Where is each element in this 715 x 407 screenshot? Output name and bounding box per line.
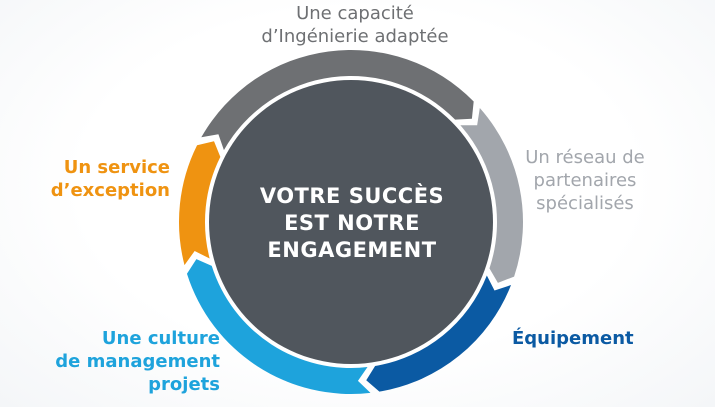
label-service-line-2: d’exception [50,180,170,201]
label-ingenierie-line-2: d’Ingénierie adaptée [261,26,449,47]
ring-segments [178,49,523,394]
label-reseau-line-2: partenaires [533,170,637,191]
center-line-3: ENGAGEMENT [267,238,437,262]
center-line-1: VOTRE SUCCÈS [259,184,445,208]
ring-segment-left [178,141,221,266]
center-message: VOTRE SUCCÈS EST NOTRE ENGAGEMENT [227,183,477,264]
center-disc [209,80,493,364]
label-reseau-line-3: spécialisés [536,193,634,214]
label-ingenierie: Une capacité d’Ingénierie adaptée [190,2,520,48]
label-equipement-line-1: Équipement [512,328,634,349]
label-culture-line-3: projets [148,374,220,395]
label-ingenierie-line-1: Une capacité [296,3,414,24]
label-culture-management: Une culture de management projets [20,327,220,396]
label-culture-line-1: Une culture [101,328,220,349]
label-culture-line-2: de management [55,351,220,372]
label-service-exception: Un service d’exception [30,156,170,202]
ring-segment-bottom-right [366,275,512,392]
label-equipement: Équipement [512,327,634,350]
ring-segment-bottom-left [186,259,371,394]
label-reseau-line-1: Un réseau de [525,147,645,168]
label-reseau-partenaires: Un réseau de partenaires spécialisés [500,146,670,215]
ring-segment-top [201,49,474,151]
center-line-2: EST NOTRE [284,211,420,235]
ring-segment-right [460,108,523,283]
label-service-line-1: Un service [63,157,170,178]
